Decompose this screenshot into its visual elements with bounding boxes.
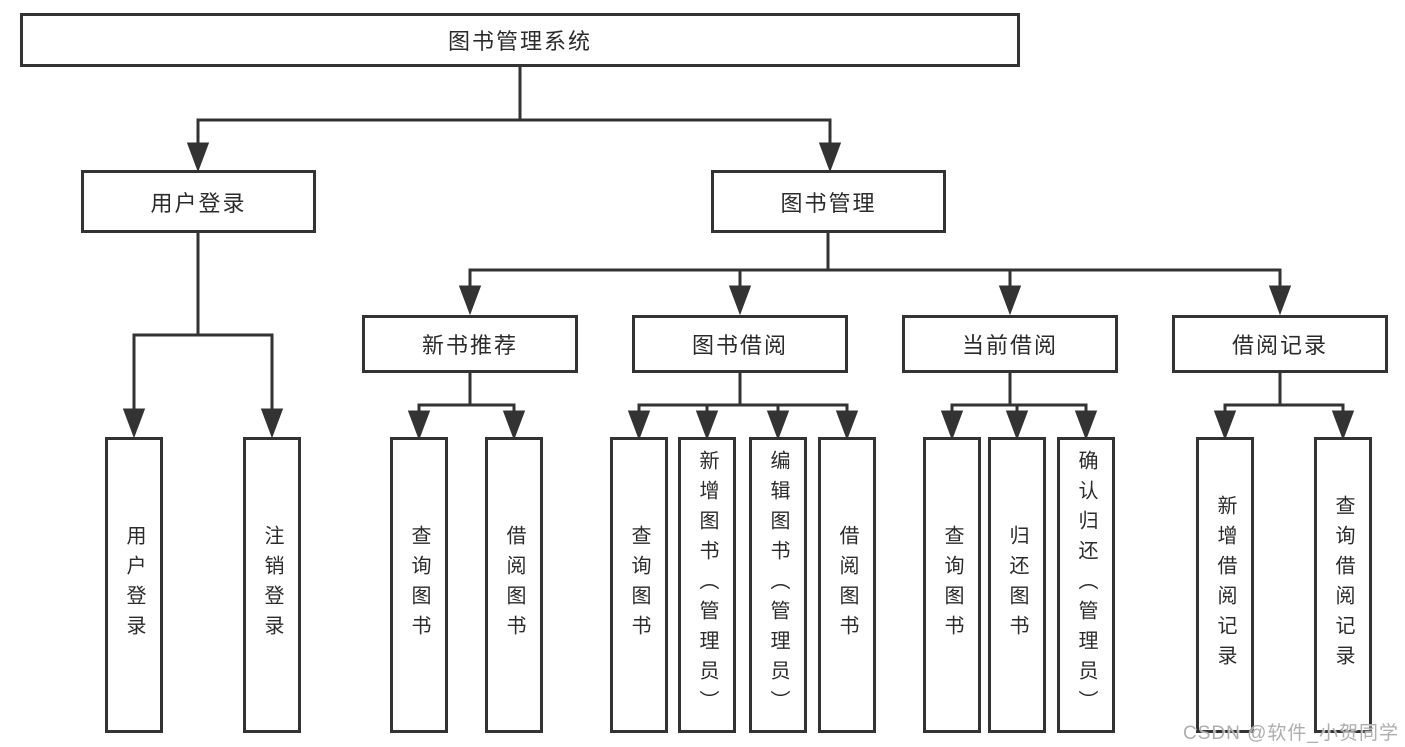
node-book-management: 图书管理 xyxy=(711,170,946,233)
node-book-management-label: 图书管理 xyxy=(780,190,877,216)
node-current-borrow: 当前借阅 xyxy=(902,315,1118,373)
leaf-query-books-recommend-label: 查询图书 xyxy=(408,525,430,645)
leaf-confirm-return-admin-label: 确认归还（管理员） xyxy=(1075,450,1097,720)
leaf-query-books-recommend: 查询图书 xyxy=(390,437,448,733)
leaf-confirm-return-admin: 确认归还（管理员） xyxy=(1057,437,1115,733)
leaf-borrow-books: 借阅图书 xyxy=(818,437,876,733)
node-new-book-recommend-label: 新书推荐 xyxy=(421,333,518,358)
node-user-login: 用户登录 xyxy=(81,170,316,233)
node-root-label: 图书管理系统 xyxy=(447,29,592,54)
node-book-borrow-label: 图书借阅 xyxy=(691,333,788,358)
leaf-query-books-current-label: 查询图书 xyxy=(941,525,963,645)
leaf-add-books-admin-label: 新增图书（管理员） xyxy=(696,450,718,720)
node-new-book-recommend: 新书推荐 xyxy=(362,315,578,373)
node-current-borrow-label: 当前借阅 xyxy=(961,333,1058,358)
leaf-query-borrow-record-label: 查询借阅记录 xyxy=(1332,495,1354,675)
leaf-edit-books-admin: 编辑图书（管理员） xyxy=(749,437,807,733)
leaf-borrow-books-label: 借阅图书 xyxy=(836,525,858,645)
leaf-return-books-label: 归还图书 xyxy=(1006,525,1028,645)
leaf-return-books: 归还图书 xyxy=(988,437,1046,733)
leaf-add-borrow-record-label: 新增借阅记录 xyxy=(1214,495,1236,675)
leaf-logout-label: 注销登录 xyxy=(261,525,283,645)
leaf-user-login-label: 用户登录 xyxy=(123,525,145,645)
node-borrow-records: 借阅记录 xyxy=(1172,315,1388,373)
leaf-borrow-books-recommend-label: 借阅图书 xyxy=(503,525,525,645)
node-root: 图书管理系统 xyxy=(20,13,1020,67)
node-borrow-records-label: 借阅记录 xyxy=(1231,333,1328,358)
leaf-edit-books-admin-label: 编辑图书（管理员） xyxy=(767,450,789,720)
leaf-logout: 注销登录 xyxy=(243,437,301,733)
leaf-add-books-admin: 新增图书（管理员） xyxy=(678,437,736,733)
leaf-query-books-borrow: 查询图书 xyxy=(610,437,668,733)
leaf-query-books-borrow-label: 查询图书 xyxy=(628,525,650,645)
leaf-query-borrow-record: 查询借阅记录 xyxy=(1314,437,1372,733)
watermark: CSDN @软件_小贺同学 xyxy=(1183,723,1399,744)
leaf-add-borrow-record: 新增借阅记录 xyxy=(1196,437,1254,733)
leaf-borrow-books-recommend: 借阅图书 xyxy=(485,437,543,733)
node-user-login-label: 用户登录 xyxy=(150,190,247,216)
node-book-borrow: 图书借阅 xyxy=(632,315,848,373)
leaf-query-books-current: 查询图书 xyxy=(923,437,981,733)
leaf-user-login: 用户登录 xyxy=(105,437,163,733)
